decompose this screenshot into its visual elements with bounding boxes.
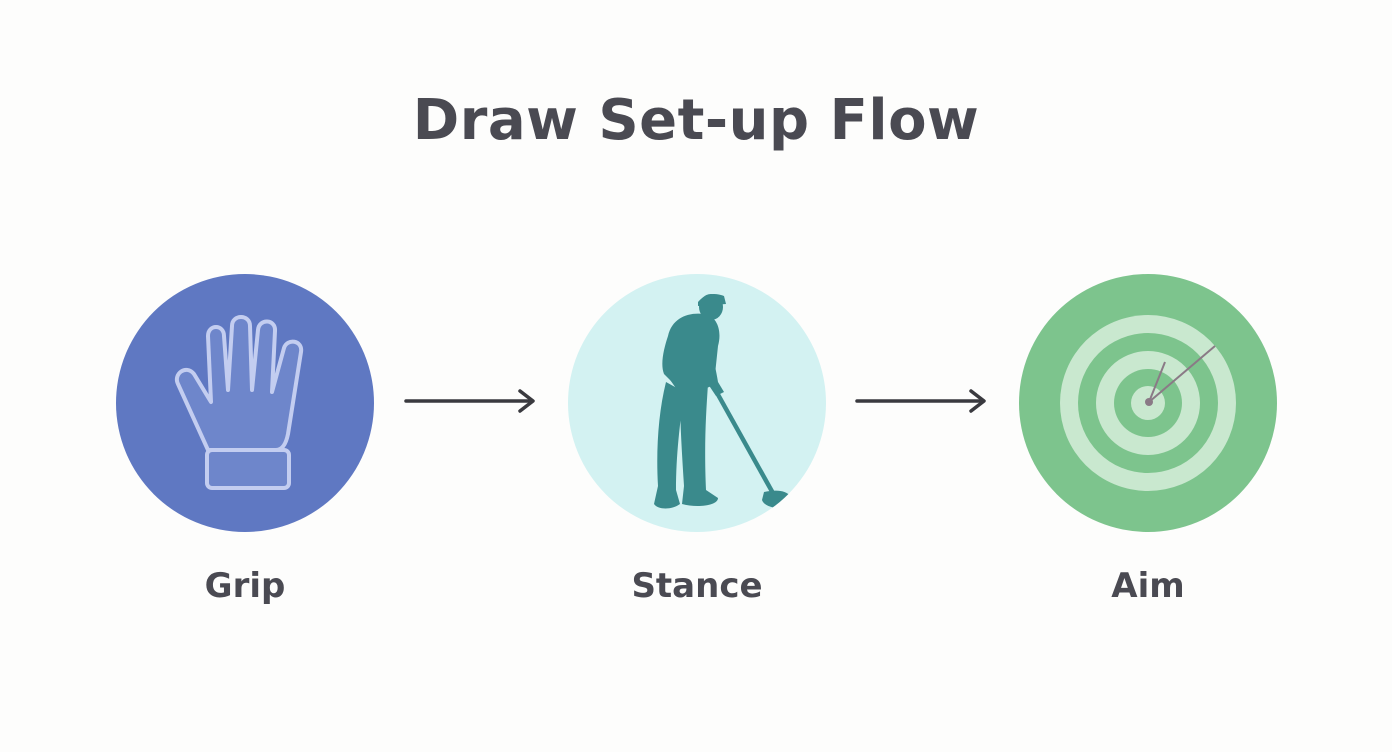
arrow-grip-to-stance [404,389,538,413]
step-stance: Stance [568,274,828,606]
stance-circle [568,274,826,532]
step-label-aim: Aim [1111,566,1185,606]
step-label-grip: Grip [204,566,286,606]
target-icon [1060,315,1236,491]
grip-circle [116,274,374,532]
step-label-stance: Stance [631,566,763,606]
diagram-title: Draw Set-up Flow [412,88,980,153]
golfer-icon [654,294,790,509]
aim-circle [1019,274,1277,532]
step-grip: Grip [116,274,376,606]
arrow-stance-to-aim [855,389,989,413]
step-aim: Aim [1019,274,1279,606]
glove-icon [174,315,304,490]
